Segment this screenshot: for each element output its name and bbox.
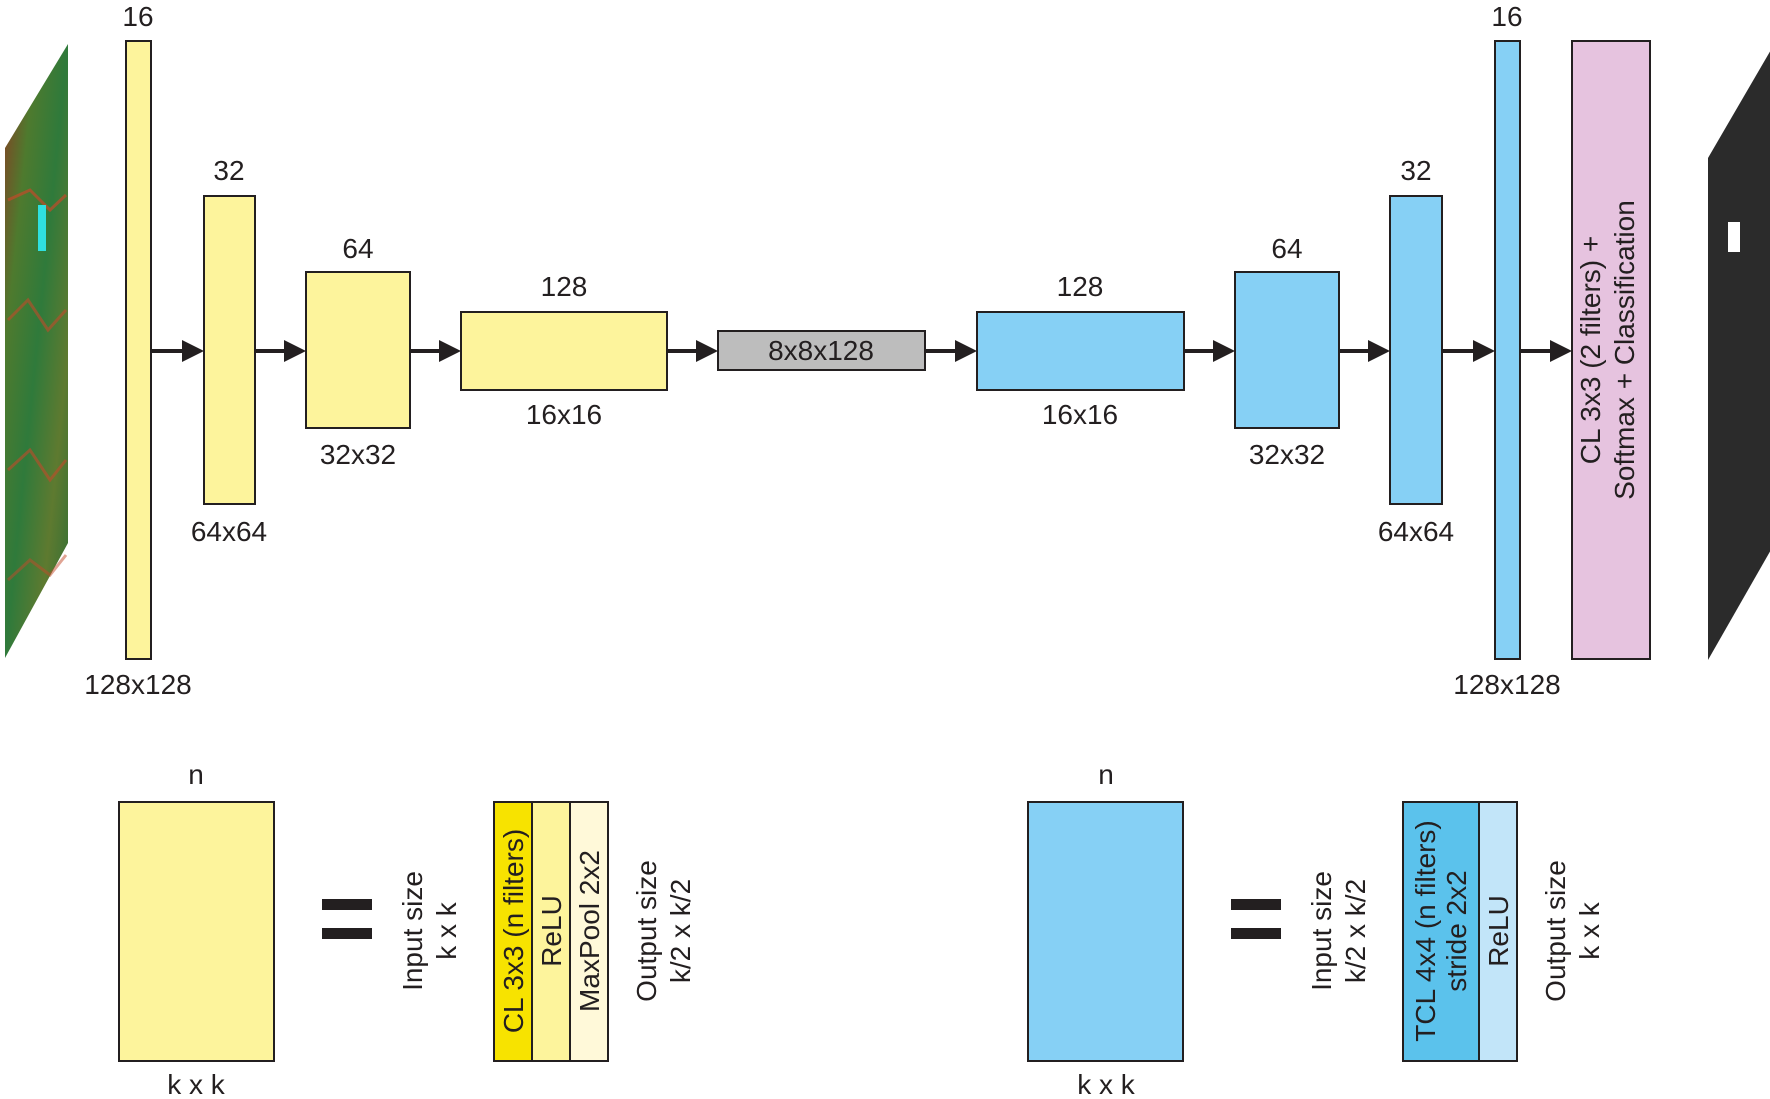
- encoder-2-filters: 32: [213, 155, 244, 186]
- decoder-4-filters: 16: [1491, 1, 1522, 32]
- encoder-block-3: [305, 271, 411, 429]
- legend-encoder: n k x k Input size k x k CL 3x3 (n filte…: [118, 759, 696, 1099]
- decoder-2-size: 32x32: [1249, 439, 1325, 470]
- legend-decoder-layer-tcl: [1402, 801, 1480, 1062]
- legend-encoder-input-size: Input size k x k: [397, 871, 462, 991]
- flow-arrows: [151, 340, 1572, 362]
- encoder-block-4: [460, 311, 668, 391]
- svg-text:MaxPool 2x2: MaxPool 2x2: [574, 850, 605, 1012]
- classifier-block: [1571, 40, 1651, 660]
- svg-text:Output size: Output size: [631, 860, 662, 1002]
- svg-text:k/2 x k/2: k/2 x k/2: [665, 879, 696, 983]
- svg-text:TCL 4x4 (n filters): TCL 4x4 (n filters): [1410, 820, 1441, 1041]
- equals-sign-bottom: [1231, 928, 1281, 939]
- encoder-block-2: [203, 195, 256, 505]
- decoder-block-1: [976, 311, 1185, 391]
- decoder-2-filters: 64: [1271, 233, 1302, 264]
- encoder-2-size: 64x64: [191, 516, 267, 547]
- decoder-4-size: 128x128: [1453, 669, 1560, 700]
- encoder-4-size: 16x16: [526, 399, 602, 430]
- svg-text:stride 2x2: stride 2x2: [1441, 870, 1472, 991]
- output-mask-image: [1708, 51, 1770, 660]
- encoder-4-filters: 128: [541, 271, 588, 302]
- encoder-1-size: 128x128: [84, 669, 191, 700]
- legend-decoder-n: n: [1098, 759, 1114, 790]
- legend-decoder-input-size: Input size k/2 x k/2: [1306, 871, 1371, 991]
- svg-text:Softmax + Classification: Softmax + Classification: [1609, 200, 1640, 500]
- decoder-3-size: 64x64: [1378, 516, 1454, 547]
- encoder-3-size: 32x32: [320, 439, 396, 470]
- legend-encoder-block: [118, 801, 275, 1062]
- encoder-3-filters: 64: [342, 233, 373, 264]
- svg-text:Output size: Output size: [1540, 860, 1571, 1002]
- decoder-1-filters: 128: [1057, 271, 1104, 302]
- svg-text:ReLU: ReLU: [536, 895, 567, 967]
- encoder-1-filters: 16: [122, 1, 153, 32]
- svg-text:k x k: k x k: [431, 901, 462, 960]
- legend-encoder-n: n: [188, 759, 204, 790]
- svg-text:Input size: Input size: [1306, 871, 1337, 991]
- legend-decoder-layer-relu: [1478, 801, 1518, 1062]
- svg-text:ReLU: ReLU: [1483, 895, 1514, 967]
- legend-decoder-kxk: k x k: [1077, 1069, 1136, 1099]
- legend-decoder: n k x k Input size k/2 x k/2 TCL 4x4 (n …: [1027, 759, 1605, 1099]
- legend-decoder-block: [1027, 801, 1184, 1062]
- svg-text:Input size: Input size: [397, 871, 428, 991]
- equals-sign-top: [322, 899, 372, 910]
- legend-encoder-layer-maxpool: [569, 801, 609, 1062]
- legend-encoder-kxk: k x k: [167, 1069, 226, 1099]
- decoder-1-size: 16x16: [1042, 399, 1118, 430]
- bottleneck-label: 8x8x128: [768, 335, 874, 366]
- legend-encoder-output-size: Output size k/2 x k/2: [631, 860, 696, 1002]
- legend-decoder-output-size: Output size k x k: [1540, 860, 1605, 1002]
- decoder-block-3: [1389, 195, 1443, 505]
- svg-text:k/2 x k/2: k/2 x k/2: [1340, 879, 1371, 983]
- encoder-block-1: [125, 40, 152, 660]
- svg-text:CL 3x3 (2 filters) +: CL 3x3 (2 filters) +: [1575, 236, 1606, 464]
- decoder-block-4: [1494, 40, 1521, 660]
- decoder-block-2: [1234, 271, 1340, 429]
- decoder-3-filters: 32: [1400, 155, 1431, 186]
- equals-sign-bottom: [322, 928, 372, 939]
- input-image: [5, 44, 68, 658]
- classifier-label: CL 3x3 (2 filters) + Softmax + Classific…: [1575, 200, 1640, 500]
- svg-text:CL 3x3 (n filters): CL 3x3 (n filters): [498, 829, 529, 1033]
- equals-sign-top: [1231, 899, 1281, 910]
- svg-text:k x k: k x k: [1574, 901, 1605, 960]
